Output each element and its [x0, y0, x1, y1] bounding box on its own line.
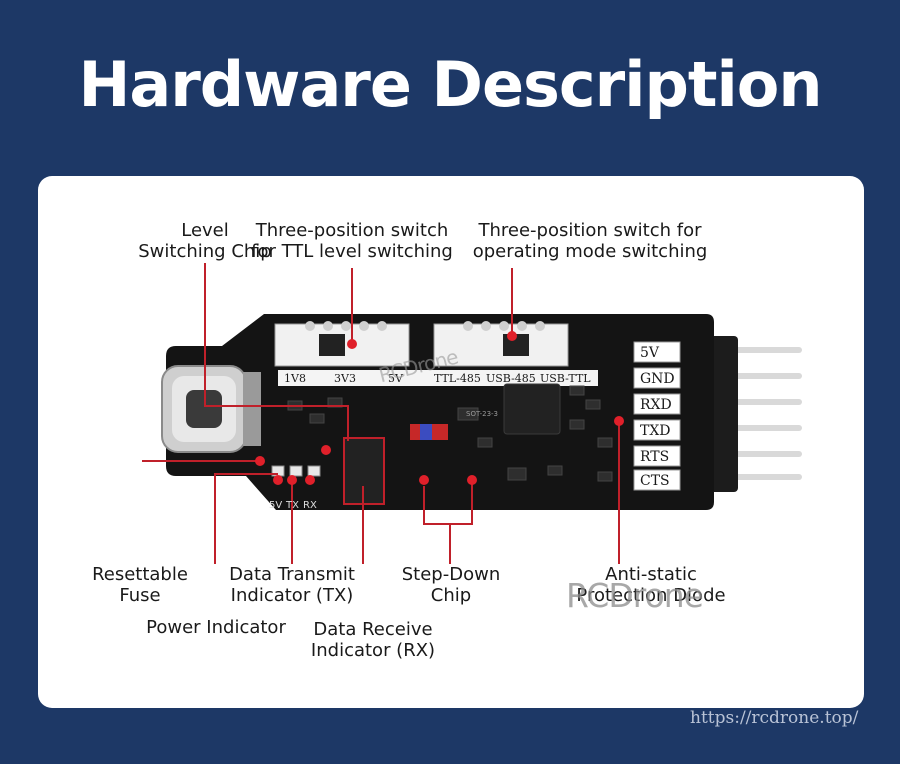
callout-data-receive: Data Receive Indicator (RX): [310, 619, 436, 661]
site-url: https://rcdrone.top/: [690, 708, 859, 728]
mode-switch: [433, 321, 569, 367]
sw-label-5v: 5V: [388, 372, 404, 385]
pin-label-rxd: RXD: [640, 397, 672, 413]
sw-label-1v8: 1V8: [284, 372, 306, 385]
pin-label-rts: RTS: [640, 449, 669, 465]
sw-label-usbttl: USB-TTL: [540, 372, 591, 385]
pin-label-txd: TXD: [640, 423, 671, 439]
watermark-card: RCDrone: [566, 576, 704, 615]
led-label-rx: RX: [303, 500, 317, 511]
callout-step-down: Step-Down Chip: [401, 564, 501, 606]
ttl-switch: [274, 321, 410, 367]
transceiver-chip: [503, 383, 561, 435]
status-leds: [271, 465, 321, 477]
callout-anti-static: Anti-static Protection Diode: [576, 564, 726, 606]
marker-dots: [255, 331, 624, 485]
callout-lines: [142, 263, 620, 564]
usb-c-connector: [161, 365, 261, 453]
callout-ttl-switch: Three-position switch for TTL level swit…: [251, 220, 453, 262]
sw-label-ttl485: TTL-485: [434, 372, 481, 385]
sw-label-3v3: 3V3: [334, 372, 356, 385]
pin-label-gnd: GND: [640, 371, 675, 387]
pin-label-cts: CTS: [640, 473, 670, 489]
callout-power-indicator: Power Indicator: [146, 617, 286, 638]
callout-level-switching-chip: Level Switching Chip: [138, 220, 272, 262]
sw-label-usb485: USB-485: [486, 372, 536, 385]
led-label-tx: TX: [285, 500, 299, 511]
led-label-5v: 5V: [269, 500, 282, 511]
callout-resettable-fuse: Resettable Fuse: [92, 564, 188, 606]
pin-label-5v: 5V: [640, 345, 660, 361]
pin-header-metal: [728, 347, 802, 480]
board-illustration: 1V8 3V3 5V TTL-485 USB-485 USB-TTL 5V GN…: [142, 263, 802, 564]
pin-label-boxes: [633, 341, 681, 491]
hardware-card: 1V8 3V3 5V TTL-485 USB-485 USB-TTL 5V GN…: [38, 176, 864, 708]
chip-marking: SOT-23-3: [466, 410, 498, 418]
callout-mode-switch: Three-position switch for operating mode…: [472, 220, 708, 262]
page-title: Hardware Description: [78, 48, 822, 121]
callout-data-transmit: Data Transmit Indicator (TX): [229, 564, 355, 606]
